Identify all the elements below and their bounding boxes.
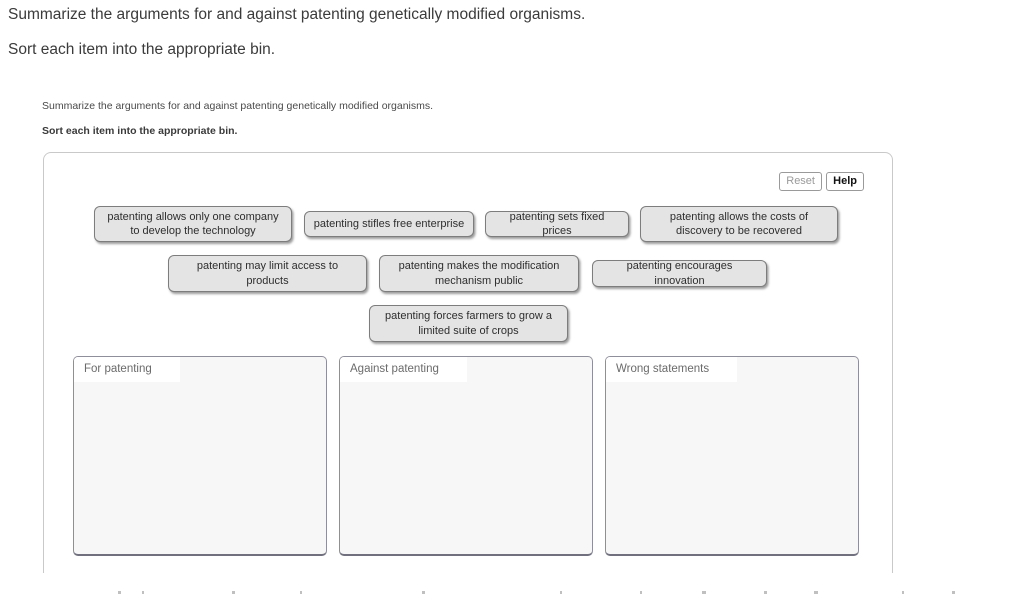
activity-header-line1: Summarize the arguments for and against … xyxy=(42,100,434,112)
bin-against-patenting-label: Against patenting xyxy=(340,357,467,382)
help-button[interactable]: Help xyxy=(826,172,864,191)
draggable-item-costs-recovered[interactable]: patenting allows the costs of discovery … xyxy=(640,206,838,242)
bin-against-patenting[interactable]: Against patenting xyxy=(339,356,593,556)
bin-wrong-statements[interactable]: Wrong statements xyxy=(605,356,859,556)
draggable-item-one-company[interactable]: patenting allows only one company to dev… xyxy=(94,206,292,242)
bin-for-patenting-label: For patenting xyxy=(74,357,180,382)
draggable-item-fixed-prices[interactable]: patenting sets fixed prices xyxy=(485,211,629,237)
activity-header-line2: Sort each item into the appropriate bin. xyxy=(42,125,238,137)
page-instructions-line2: Sort each item into the appropriate bin. xyxy=(8,41,276,58)
bin-for-patenting[interactable]: For patenting xyxy=(73,356,327,556)
draggable-item-forces-farmers[interactable]: patenting forces farmers to grow a limit… xyxy=(369,305,568,342)
draggable-item-stifles-enterprise[interactable]: patenting stifles free enterprise xyxy=(304,211,474,237)
draggable-item-encourages-innovation[interactable]: patenting encourages innovation xyxy=(592,260,767,287)
reset-button[interactable]: Reset xyxy=(779,172,822,191)
draggable-item-mechanism-public[interactable]: patenting makes the modification mechani… xyxy=(379,255,579,292)
draggable-item-limit-access[interactable]: patenting may limit access to products xyxy=(168,255,367,292)
bin-wrong-statements-label: Wrong statements xyxy=(606,357,738,382)
page-instructions-line1: Summarize the arguments for and against … xyxy=(8,6,586,23)
sorting-activity-panel: Reset Help patenting allows only one com… xyxy=(43,152,893,573)
